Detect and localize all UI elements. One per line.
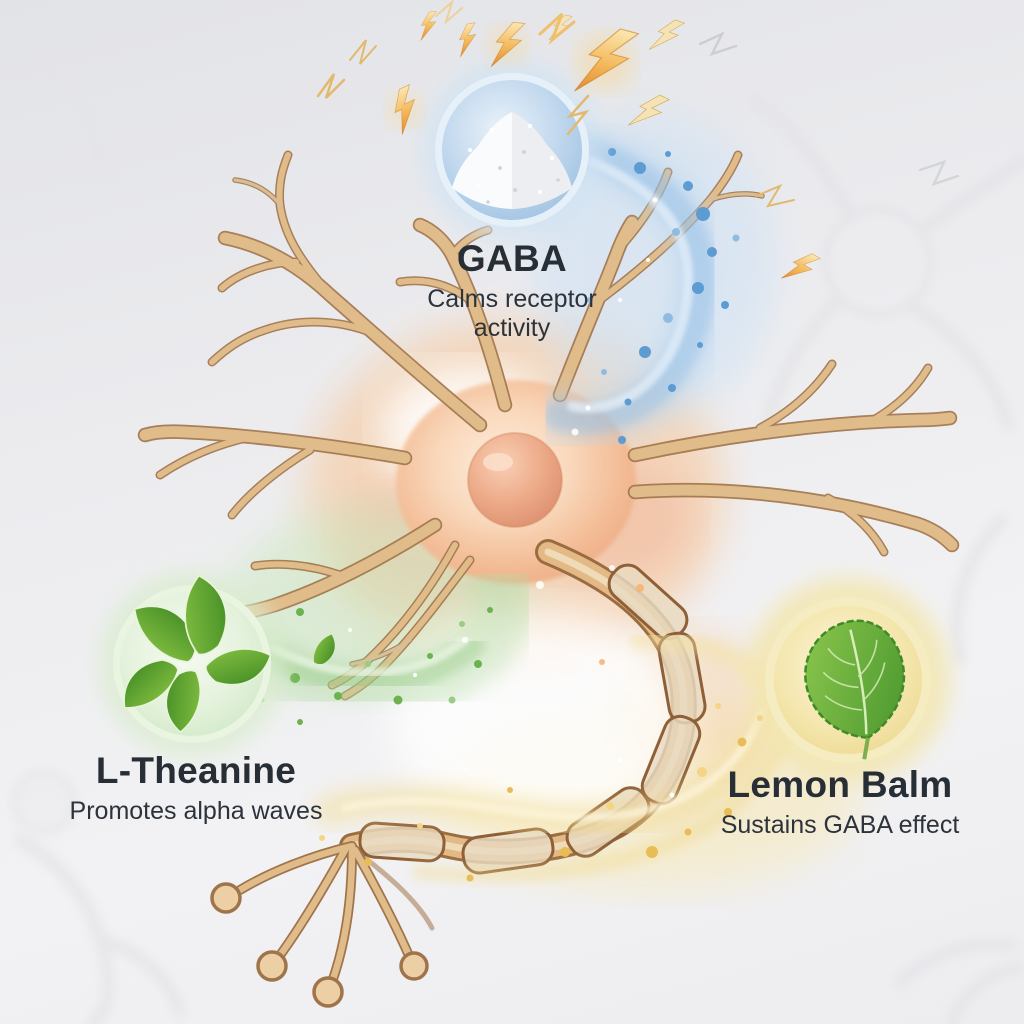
- electric-arcs: [316, 0, 960, 208]
- lemon-balm-label-block: Lemon Balm Sustains GABA effect: [680, 764, 1000, 840]
- lemon-balm-stream-droplets: [319, 703, 763, 882]
- gaba-node-icon: [422, 60, 602, 240]
- lemon-balm-description: Sustains GABA effect: [720, 810, 960, 839]
- mint-leaf: [804, 619, 906, 760]
- nucleus: [467, 432, 563, 528]
- lemon-balm-label: Lemon Balm: [727, 764, 953, 805]
- theanine-label: L-Theanine: [95, 750, 297, 791]
- gaba-label-block: GABA Calms receptor activity: [362, 238, 662, 344]
- theanine-node-icon: [98, 570, 286, 758]
- bolt-icon: [454, 22, 481, 58]
- gaba-stream: [531, 121, 740, 448]
- theanine-label-block: L-Theanine Promotes alpha waves: [36, 750, 356, 826]
- bolt-icon: [648, 14, 685, 58]
- terminal-bulbs: [210, 882, 429, 1008]
- ghost-neurons-background: [11, 53, 1024, 1024]
- sparkles: [462, 428, 644, 665]
- powder-pile: [452, 112, 572, 209]
- gaba-label: GABA: [456, 238, 568, 279]
- gaba-description: Calms receptor activity: [427, 284, 597, 343]
- lightning-bolts: [316, 0, 960, 291]
- bolt-icon: [780, 246, 821, 291]
- lemon-balm-node-icon: [745, 577, 951, 783]
- gaba-stream-dots: [585, 148, 740, 444]
- theanine-description: Promotes alpha waves: [69, 796, 323, 825]
- neuron: [145, 155, 952, 1008]
- theanine-stream: [235, 555, 535, 725]
